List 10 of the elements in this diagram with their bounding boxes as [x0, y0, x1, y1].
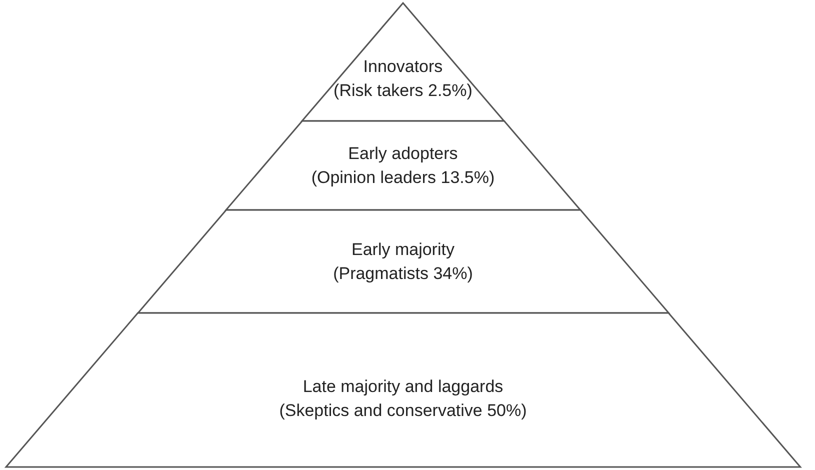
- tier-title: Early majority: [352, 238, 454, 260]
- tier-description: (Skeptics and conservative 50%): [279, 400, 527, 422]
- pyramid-tier: [226, 121, 580, 210]
- pyramid-tier: [302, 3, 504, 121]
- tier-title: Late majority and laggards: [302, 376, 504, 398]
- tier-title: Innovators: [363, 56, 443, 78]
- tier-description: (Opinion leaders 13.5%): [311, 166, 495, 188]
- tier-title: Early adopters: [348, 142, 458, 164]
- tier-description: (Risk takers 2.5%): [334, 80, 472, 102]
- tier-description: (Pragmatists 34%): [333, 262, 473, 284]
